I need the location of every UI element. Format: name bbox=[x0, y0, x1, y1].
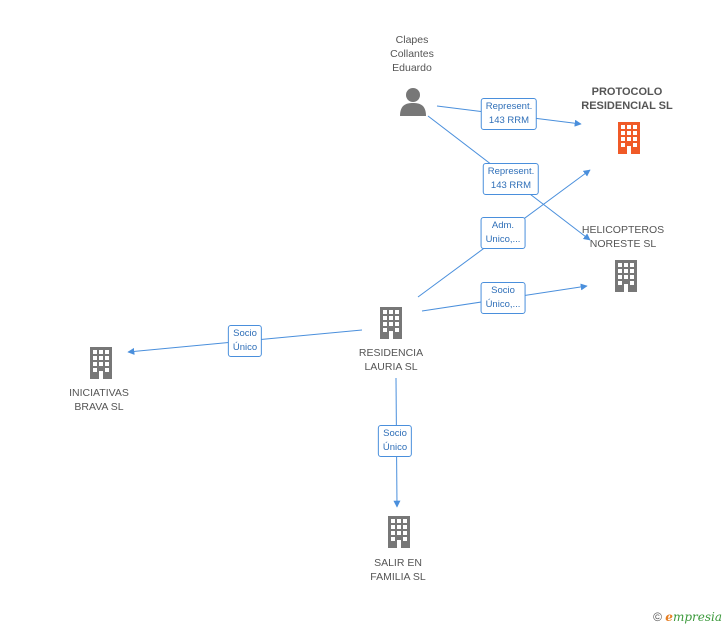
node-label-line: BRAVA SL bbox=[74, 401, 124, 413]
edge-label-residencia-helicopteros[interactable]: Socio Único,... bbox=[480, 282, 526, 314]
node-label-line: RESIDENCIA bbox=[358, 347, 424, 359]
node-label-line: PROTOCOLO bbox=[591, 86, 663, 98]
building-icon-iniciativas[interactable] bbox=[90, 347, 112, 379]
edge-label-line: Socio bbox=[491, 285, 515, 296]
edge-label-line: 143 RRM bbox=[488, 115, 530, 126]
node-label-line: LAURIA SL bbox=[364, 361, 418, 373]
edge-label-line: Socio bbox=[383, 428, 407, 439]
node-label-helicopteros[interactable]: HELICOPTEROS NORESTE SL bbox=[582, 223, 664, 251]
node-label-line: INICIATIVAS bbox=[69, 387, 129, 399]
edge-label-residencia-protocolo[interactable]: Adm. Unico,... bbox=[480, 217, 526, 249]
node-label-line: HELICOPTEROS bbox=[581, 224, 665, 236]
node-label-clapes[interactable]: Clapes Collantes Eduardo bbox=[390, 33, 434, 75]
node-label-line: RESIDENCIAL SL bbox=[581, 100, 673, 112]
person-icon[interactable] bbox=[400, 88, 426, 116]
copyright-symbol: © bbox=[653, 610, 662, 624]
edge-label-line: Adm. bbox=[491, 220, 515, 231]
node-label-line: Clapes bbox=[395, 34, 429, 46]
node-label-residencia[interactable]: RESIDENCIA LAURIA SL bbox=[359, 346, 423, 374]
edge-label-line: Socio bbox=[233, 328, 257, 339]
logo-e: e bbox=[665, 610, 673, 624]
node-label-salir[interactable]: SALIR EN FAMILIA SL bbox=[370, 556, 425, 584]
edge-label-line: 143 RRM bbox=[490, 180, 532, 191]
node-label-line: FAMILIA SL bbox=[370, 571, 426, 583]
building-icon-residencia[interactable] bbox=[380, 307, 402, 339]
empresia-logo: empresia bbox=[665, 610, 722, 624]
edge-label-residencia-iniciativas[interactable]: Socio Único bbox=[227, 325, 263, 357]
node-label-protocolo[interactable]: PROTOCOLO RESIDENCIAL SL bbox=[581, 85, 672, 113]
node-label-iniciativas[interactable]: INICIATIVAS BRAVA SL bbox=[69, 386, 129, 414]
building-icon-protocolo[interactable] bbox=[618, 122, 640, 154]
edge-label-residencia-salir[interactable]: Socio Único bbox=[377, 425, 413, 457]
edge-label-line: Único bbox=[382, 442, 408, 453]
node-label-line: SALIR EN bbox=[374, 557, 422, 569]
edge-label-clapes-helicopteros[interactable]: Represent. 143 RRM bbox=[482, 163, 540, 195]
edge-label-line: Único bbox=[232, 342, 258, 353]
edge-label-line: Represent. bbox=[485, 101, 533, 112]
node-label-line: Collantes bbox=[390, 48, 434, 60]
edge-label-line: Unico,... bbox=[485, 234, 521, 245]
footer-brand[interactable]: © empresia bbox=[653, 610, 722, 624]
edge-label-clapes-protocolo[interactable]: Represent. 143 RRM bbox=[480, 98, 538, 130]
building-icon-helicopteros[interactable] bbox=[615, 260, 637, 292]
node-label-line: Eduardo bbox=[392, 62, 432, 74]
node-label-line: NORESTE SL bbox=[589, 238, 657, 250]
edge-label-line: Represent. bbox=[487, 166, 535, 177]
edge-label-line: Único,... bbox=[485, 299, 521, 310]
logo-text: mpresia bbox=[672, 610, 722, 624]
building-icon-salir[interactable] bbox=[388, 516, 410, 548]
